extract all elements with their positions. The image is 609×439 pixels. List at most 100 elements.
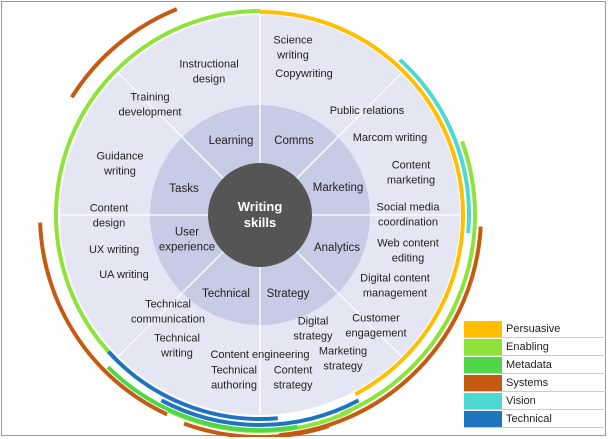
center-hub: [208, 163, 312, 267]
arc-metadata: [106, 365, 298, 432]
inner-ring-label-line: Marketing: [313, 182, 364, 194]
legend-label: Vision: [506, 395, 536, 407]
outer-ring-label-line: Copywriting: [275, 68, 332, 80]
outer-ring-label-line: Content: [90, 203, 129, 215]
outer-ring-label-line: development: [119, 107, 182, 119]
outer-ring-label: UX writing: [89, 244, 139, 256]
legend-item-metadata: Metadata: [464, 356, 608, 374]
outer-ring-label-line: editing: [392, 253, 424, 265]
inner-ring-label: Marketing: [313, 182, 364, 194]
outer-ring-label-line: writing: [160, 348, 193, 360]
outer-ring-label-line: engagement: [345, 328, 406, 340]
outer-ring-label-line: UA writing: [99, 269, 149, 281]
legend-label: Enabling: [506, 341, 549, 353]
outer-ring-label-line: design: [193, 74, 225, 86]
outer-ring-label: Science writing: [273, 35, 312, 62]
outer-ring-label: Technical writing: [154, 333, 200, 360]
arc-technical: [106, 350, 278, 421]
legend-item-persuasive: Persuasive: [464, 320, 608, 338]
center-label-line: skills: [244, 215, 277, 230]
outer-ring-label-line: strategy: [323, 361, 363, 373]
legend-swatch: [464, 411, 502, 427]
legend-item-technical: Technical: [464, 410, 608, 428]
legend-label: Persuasive: [506, 323, 561, 335]
outer-ring-label: Public relations: [330, 105, 405, 117]
legend-swatch: [464, 339, 502, 355]
legend-swatch: [464, 321, 502, 337]
arc-vision: [398, 58, 471, 234]
inner-ring-label: Technical: [202, 288, 250, 300]
outer-ring-label-line: strategy: [293, 331, 333, 343]
legend-label: Technical: [506, 413, 552, 425]
outer-ring-label-line: Marcom writing: [353, 132, 428, 144]
outer-ring-label-line: writing: [103, 166, 136, 178]
outer-ring-label-line: Training: [130, 92, 169, 104]
ring-divider: [118, 73, 224, 179]
outer-ring-label: Web content editing: [377, 238, 439, 265]
outer-ring-label: Marketing strategy: [319, 346, 367, 373]
legend-item-vision: Vision: [464, 392, 608, 410]
outer-ring-label: Guidance writing: [96, 151, 143, 178]
arc-systems: [183, 421, 330, 437]
inner-ring-label: Learning: [209, 135, 254, 147]
outer-ring-label-line: Digital: [298, 316, 329, 328]
legend-item-enabling: Enabling: [464, 338, 608, 356]
legend-label: Systems: [506, 377, 549, 389]
inner-ring-label-line: Comms: [274, 135, 314, 147]
outer-ring-label-line: Guidance: [96, 151, 143, 163]
outer-ring-label-line: coordination: [378, 217, 438, 229]
outer-ring-label: UA writing: [99, 269, 149, 281]
outer-ring-label-line: Public relations: [330, 105, 405, 117]
outer-ring-label-line: Content: [392, 160, 431, 172]
ring-dividers: [60, 15, 460, 415]
inner-ring-label-line: Tasks: [169, 183, 199, 195]
outer-ring-label-line: management: [363, 288, 427, 300]
outer-ring-label-line: Marketing: [319, 346, 367, 358]
legend-swatch: [464, 357, 502, 373]
legend-swatch: [464, 375, 502, 391]
outer-ring-label-line: Instructional: [179, 59, 238, 71]
outer-ring-label-line: Technical: [211, 365, 257, 377]
outer-ring-label-line: strategy: [273, 380, 313, 392]
outer-ring-label-line: Customer: [352, 313, 400, 325]
inner-ring-label-line: Analytics: [314, 242, 360, 254]
outer-ring-label-line: communication: [131, 314, 205, 326]
outer-ring-label-line: writing: [276, 50, 309, 62]
outer-ring-label: Instructional design: [179, 59, 238, 86]
ring-divider: [118, 251, 224, 357]
inner-ring-label: Tasks: [169, 183, 199, 195]
outer-ring-label-line: Web content: [377, 238, 439, 250]
arc-systems: [70, 7, 178, 99]
inner-ring-label: Analytics: [314, 242, 360, 254]
center-label-line: Writing: [238, 199, 283, 214]
arc-systems: [38, 222, 168, 417]
outer-ring-label-line: Science: [273, 35, 312, 47]
inner-ring-label-line: Strategy: [267, 288, 310, 300]
outer-ring-label-line: Content: [274, 365, 313, 377]
outer-ring-label-line: Technical: [154, 333, 200, 345]
outer-ring-label-line: Social media: [377, 202, 441, 214]
outer-ring-label: Customer engagement: [345, 313, 406, 340]
ring-divider: [296, 251, 402, 357]
outer-ring-label: Copywriting: [275, 68, 332, 80]
outer-ring-label-line: UX writing: [89, 244, 139, 256]
arc-persuasive: [259, 10, 465, 397]
inner-ring-label-line: Technical: [202, 288, 250, 300]
inner-ring-label-line: experience: [159, 242, 215, 254]
arc-enabling: [54, 9, 261, 353]
legend-item-systems: Systems: [464, 374, 608, 392]
outer-ring-label-line: Content engineering: [210, 349, 309, 361]
ring-divider: [296, 73, 402, 179]
arc-technical: [160, 398, 360, 427]
